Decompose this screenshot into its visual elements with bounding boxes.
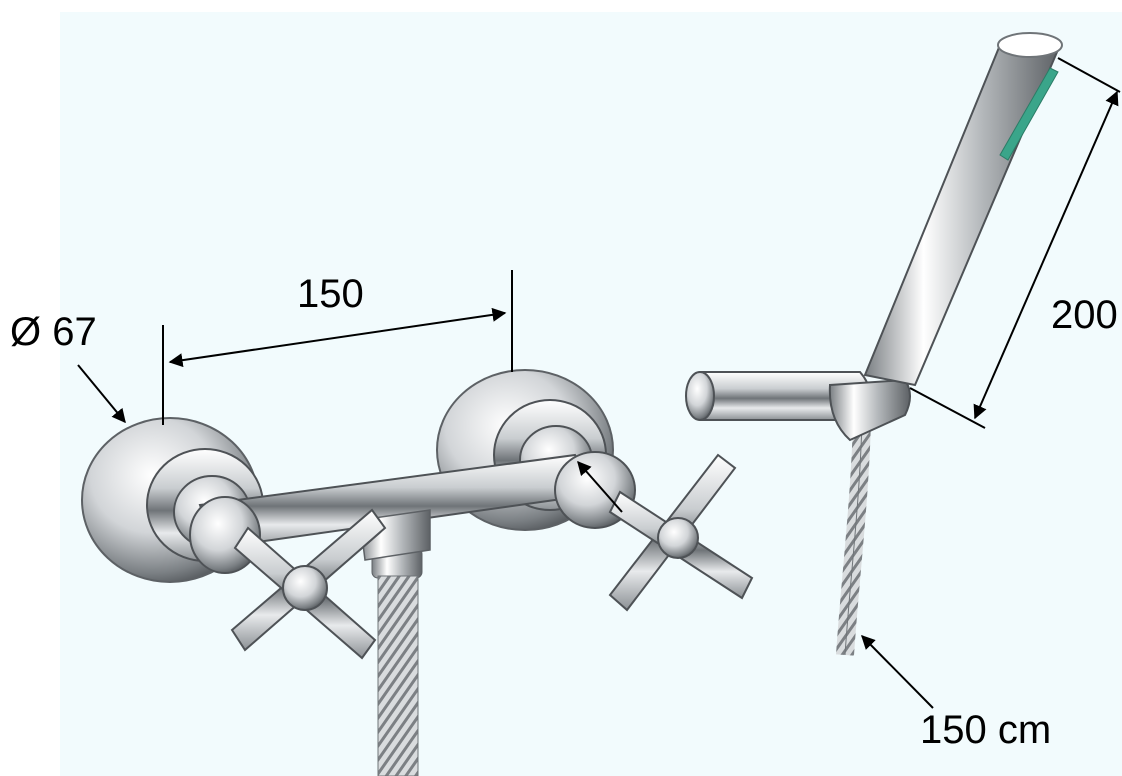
- handshower-extension-bottom: [909, 387, 986, 429]
- handshower-extension-top: [1057, 57, 1121, 93]
- spacing-dimension-arrow: [168, 307, 507, 368]
- background-panel: [60, 12, 1122, 776]
- hose-length-label: 150 cm: [920, 708, 1052, 752]
- diameter-label: Ø 67: [10, 310, 97, 354]
- diameter-leader-arrow: [77, 364, 126, 424]
- handshower-length-label: 200: [1051, 293, 1118, 337]
- handshower-bracket: [685, 371, 911, 442]
- hose-leader-arrow: [861, 635, 934, 709]
- mixer-outlet-arrow: [577, 460, 623, 513]
- spacing-label: 150: [297, 272, 364, 316]
- mixer-hose: [371, 547, 423, 776]
- left-cross-handle: [230, 508, 387, 660]
- dimension-lines: [77, 57, 1121, 709]
- handshower-length-arrow: [973, 90, 1119, 420]
- right-cross-handle: [608, 453, 754, 612]
